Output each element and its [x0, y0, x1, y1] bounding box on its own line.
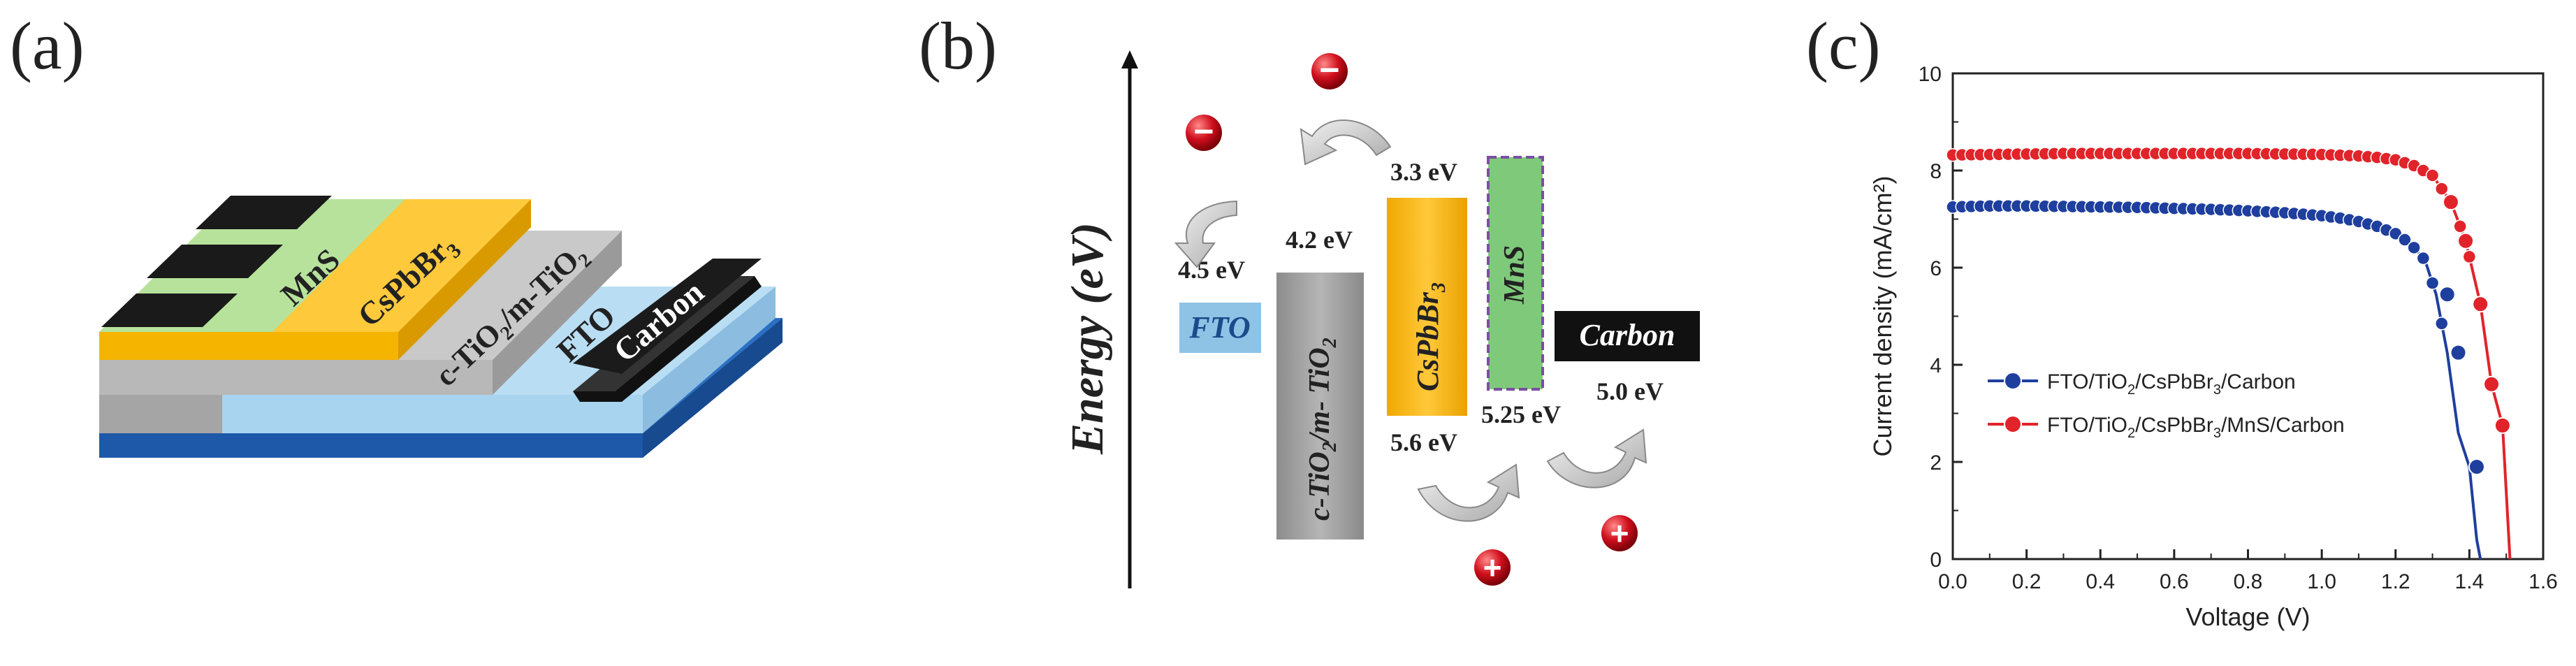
device-stack: MnS CsPbBr3 c-TiO2/m-TiO2 FTO Carbon — [99, 196, 783, 458]
x-axis-label: Voltage (V) — [2185, 602, 2310, 631]
tio2-level-label: 4.2 eV — [1286, 226, 1353, 254]
energy-axis-arrowhead — [1121, 50, 1138, 68]
cspbbr3-block — [1387, 198, 1467, 416]
data-point — [2425, 168, 2440, 182]
electron-ball-1: − — [1186, 112, 1222, 151]
fto-layer-side — [99, 395, 643, 433]
x-tick-label: 1.4 — [2455, 570, 2484, 593]
electron-ball-2: − — [1311, 50, 1348, 89]
fto-block — [1179, 303, 1261, 353]
x-tick-label: 1.0 — [2307, 570, 2336, 593]
contact-3 — [196, 196, 332, 229]
hole-transfer-arrow-1 — [1417, 463, 1520, 522]
x-tick-label: 0.6 — [2160, 570, 2189, 593]
y-tick-label: 2 — [1930, 451, 1942, 475]
svg-text:+: + — [1610, 515, 1629, 551]
data-point — [2416, 251, 2431, 266]
y-tick-label: 10 — [1919, 63, 1942, 86]
carbon-block-label: Carbon — [1580, 318, 1675, 352]
panel-a-label: (a) — [10, 8, 85, 83]
data-point — [2472, 296, 2489, 313]
hole-ball-2: + — [1601, 515, 1638, 551]
x-tick-label: 1.2 — [2381, 570, 2410, 593]
y-tick-label: 0 — [1930, 549, 1942, 572]
substrate-right — [643, 318, 783, 458]
x-tick-label: 0.0 — [1938, 570, 1967, 593]
data-point — [2453, 219, 2467, 233]
fto-level-label: 4.5 eV — [1178, 256, 1245, 284]
contact-2 — [147, 245, 283, 278]
electron-transfer-arrow-2 — [1300, 120, 1392, 166]
y-axis-label: Current density (mA/cm²) — [1868, 175, 1897, 456]
energy-axis-label: Energy (eV) — [1062, 222, 1113, 455]
substrate-side — [99, 433, 643, 458]
svg-text:+: + — [1483, 549, 1502, 586]
data-point — [2468, 458, 2485, 475]
data-point — [2457, 232, 2475, 249]
carbon-block — [1555, 311, 1700, 361]
data-point — [2425, 276, 2440, 290]
y-tick-label: 4 — [1930, 354, 1942, 377]
plot-frame — [1951, 72, 2545, 560]
svg-text:−: − — [1193, 112, 1214, 151]
carbon-level-label: 5.0 eV — [1596, 377, 1664, 405]
legend-marker — [2004, 415, 2022, 433]
tio2-block-label: c-TiO2/m- TiO2 — [1304, 338, 1341, 521]
contact-1 — [101, 294, 238, 327]
carbon-block-face — [573, 259, 762, 374]
panel-b-label: (b) — [919, 8, 997, 83]
cspbbr3-layer-side — [99, 332, 398, 360]
fto-layer-right — [643, 287, 776, 433]
legend-label: FTO/TiO2/CsPbBr3/MnS/Carbon — [2047, 414, 2345, 441]
cspbbr3-layer-right — [398, 199, 531, 360]
energy-diagram: Energy (eV) FTO c-TiO2/m- TiO2 CsPbBr3 M… — [1062, 50, 1700, 588]
y-tick-label: 8 — [1930, 160, 1942, 183]
carbon-block-side — [573, 276, 762, 402]
cspbbr3-bottom-level-label: 5.6 eV — [1390, 428, 1457, 456]
jv-chart: 0.0 0.2 0.4 0.6 0.8 1.0 1.2 1.4 1.6 0 2 4 6 8 10 Volta… — [1868, 63, 2558, 631]
data-point — [2435, 182, 2449, 196]
tio2-layer-right — [493, 231, 622, 395]
data-point — [2407, 240, 2421, 255]
hole-transfer-arrow-2 — [1546, 428, 1647, 488]
x-tick-label: 0.8 — [2234, 570, 2263, 593]
legend-label: FTO/TiO2/CsPbBr3/Carbon — [2047, 370, 2296, 398]
x-tick-label: 0.2 — [2012, 570, 2042, 593]
tio2-block — [1276, 273, 1364, 540]
data-point — [2462, 249, 2477, 264]
fto-gray-edge — [99, 395, 222, 433]
x-tick-label: 0.4 — [2086, 570, 2115, 593]
data-point — [2442, 194, 2459, 211]
data-point — [2438, 286, 2456, 303]
y-tick-label: 6 — [1930, 257, 1942, 280]
cspbbr3-block-label: CsPbBr3 — [1411, 282, 1450, 391]
mns-block — [1487, 156, 1544, 391]
data-point — [2435, 317, 2449, 331]
mns-bottom-level-label: 5.25 eV — [1481, 400, 1561, 428]
data-point — [2450, 344, 2467, 361]
hole-ball-1: + — [1474, 549, 1511, 586]
series-group — [1946, 146, 2512, 560]
legend-marker — [2004, 372, 2022, 390]
cspbbr3-top-level-label: 3.3 eV — [1390, 158, 1457, 186]
x-tick-label: 1.6 — [2528, 570, 2558, 593]
legend: FTO/TiO2/CsPbBr3/CarbonFTO/TiO2/CsPbBr3/… — [1988, 370, 2345, 441]
electron-transfer-arrow-1 — [1174, 200, 1237, 268]
tick-group: 0.0 0.2 0.4 0.6 0.8 1.0 1.2 1.4 1.6 0 2 4 6 8 10 — [1919, 63, 2558, 593]
mns-block-label: MnS — [1499, 245, 1531, 305]
data-point — [2398, 233, 2412, 247]
data-point — [2483, 375, 2501, 393]
panel-c-label: (c) — [1806, 8, 1881, 83]
fto-block-label: FTO — [1188, 310, 1250, 345]
data-point — [2494, 417, 2511, 434]
tio2-layer-side — [99, 360, 493, 395]
svg-text:−: − — [1319, 50, 1339, 89]
